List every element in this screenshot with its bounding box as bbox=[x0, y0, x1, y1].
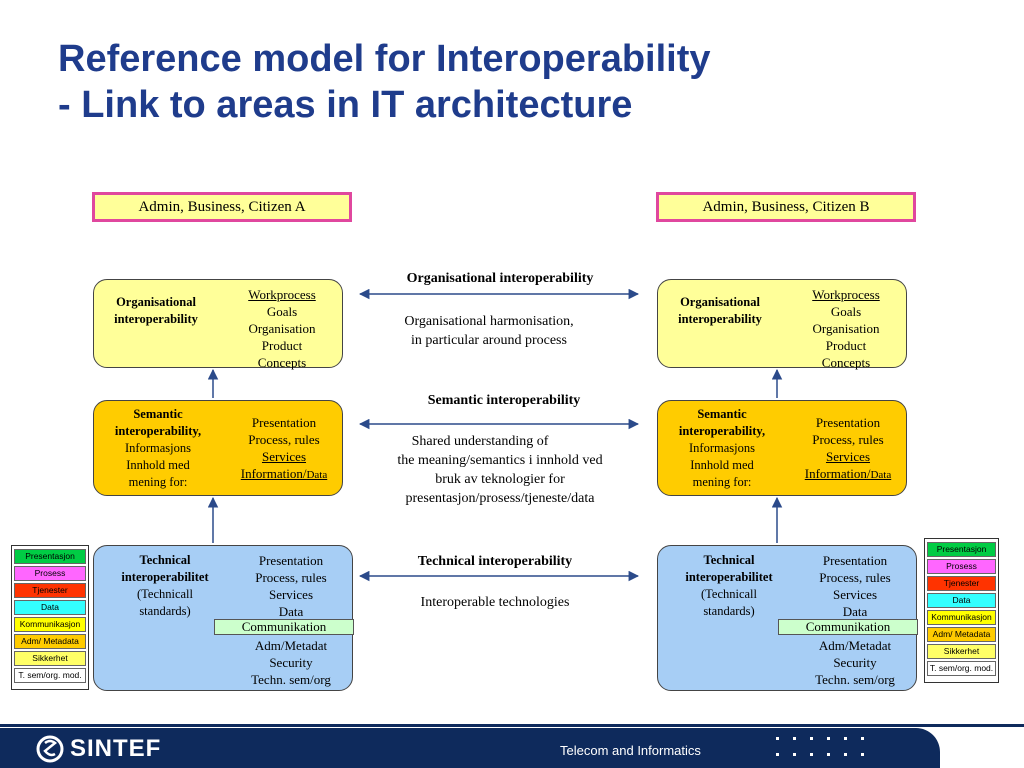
right-tech-items: Presentation Process, rules Services Dat… bbox=[819, 553, 891, 619]
left-org-items: Workprocess Goals Organisation Product C… bbox=[248, 287, 316, 370]
footer-dot bbox=[776, 737, 779, 740]
footer-dot bbox=[844, 753, 847, 756]
left-tech-box: Technical interoperabilitet (Technicall … bbox=[93, 545, 354, 691]
footer-brand: SINTEF bbox=[70, 735, 162, 762]
right-org-items: Workprocess Goals Organisation Product C… bbox=[812, 287, 880, 370]
actor-b: Admin, Business, Citizen B bbox=[656, 192, 916, 222]
middle-org-text: Organisational harmonisation, in particu… bbox=[404, 314, 574, 348]
right-org-box: Organisational interoperability Workproc… bbox=[657, 279, 907, 370]
middle-sem-text: Shared understanding of the meaning/sema… bbox=[397, 434, 603, 506]
legend-item: Data bbox=[927, 593, 996, 608]
footer-dot bbox=[776, 753, 779, 756]
legend-item: Tjenester bbox=[14, 583, 86, 598]
legend-right: Presentasjon Prosess Tjenester Data Komm… bbox=[924, 538, 999, 683]
legend-item: Presentasjon bbox=[14, 549, 86, 564]
middle-org-heading: Organisational interoperability bbox=[406, 271, 594, 286]
legend-item: Prosess bbox=[14, 566, 86, 581]
title-line-1: Reference model for Interoperability bbox=[58, 38, 711, 80]
footer-dot bbox=[827, 753, 830, 756]
legend-item: Data bbox=[14, 600, 86, 615]
footer-dot bbox=[793, 737, 796, 740]
right-org-label: Organisational interoperability bbox=[678, 295, 762, 326]
sintef-logo bbox=[36, 735, 66, 768]
footer-department: Telecom and Informatics bbox=[560, 743, 701, 758]
right-tech-label: Technical interoperabilitet (Technicall … bbox=[685, 553, 773, 618]
left-sem-items: Presentation Process, rules Services Inf… bbox=[240, 415, 328, 481]
footer-dot bbox=[793, 753, 796, 756]
legend-item: Prosess bbox=[927, 559, 996, 574]
legend-item: Tjenester bbox=[927, 576, 996, 591]
footer-dot bbox=[844, 737, 847, 740]
legend-left: Presentasjon Prosess Tjenester Data Komm… bbox=[11, 545, 89, 690]
footer-dot bbox=[827, 737, 830, 740]
legend-item: Kommunikasjon bbox=[927, 610, 996, 625]
left-tech-communication: Communikation bbox=[214, 619, 354, 635]
left-org-label: Organisational interoperability bbox=[114, 295, 198, 326]
title-line-2: - Link to areas in IT architecture bbox=[58, 84, 633, 126]
footer-dots bbox=[776, 737, 864, 756]
legend-item: Kommunikasjon bbox=[14, 617, 86, 632]
right-sem-label: Semantic interoperability, Informasjons … bbox=[678, 407, 766, 489]
legend-item: Presentasjon bbox=[927, 542, 996, 557]
right-sem-items: Presentation Process, rules Services Inf… bbox=[804, 415, 892, 481]
left-tech-label: Technical interoperabilitet (Technicall … bbox=[121, 553, 209, 618]
footer-dot bbox=[861, 737, 864, 740]
right-tech-items-lower: Adm/Metadat Security Techn. sem/org bbox=[815, 638, 895, 687]
right-sem-box: Semantic interoperability, Informasjons … bbox=[657, 400, 907, 496]
legend-item: T. sem/org. mod. bbox=[927, 661, 996, 676]
footer-dot bbox=[810, 753, 813, 756]
legend-item: Sikkerhet bbox=[14, 651, 86, 666]
sintef-logo-icon bbox=[36, 735, 64, 763]
middle-tech-heading: Technical interoperability bbox=[417, 554, 573, 569]
page-title: Reference model for Interoperability - L… bbox=[58, 36, 711, 128]
left-org-box: Organisational interoperability Workproc… bbox=[93, 279, 343, 370]
left-sem-label: Semantic interoperability, Informasjons … bbox=[114, 407, 202, 489]
right-tech-box: Technical interoperabilitet (Technicall … bbox=[657, 545, 918, 691]
actor-a: Admin, Business, Citizen A bbox=[92, 192, 352, 222]
footer-bar bbox=[0, 728, 940, 768]
legend-item: Adm/ Metadata bbox=[14, 634, 86, 649]
footer-divider bbox=[0, 724, 1024, 727]
left-sem-box: Semantic interoperability, Informasjons … bbox=[93, 400, 343, 496]
footer-dot bbox=[810, 737, 813, 740]
middle-tech-text: Interoperable technologies bbox=[420, 595, 570, 610]
right-tech-communication: Communikation bbox=[778, 619, 918, 635]
left-tech-items: Presentation Process, rules Services Dat… bbox=[255, 553, 327, 619]
left-tech-items-lower: Adm/Metadat Security Techn. sem/org bbox=[251, 638, 331, 687]
middle-sem-heading: Semantic interoperability bbox=[427, 393, 581, 408]
legend-item: Adm/ Metadata bbox=[927, 627, 996, 642]
legend-item: T. sem/org. mod. bbox=[14, 668, 86, 683]
legend-item: Sikkerhet bbox=[927, 644, 996, 659]
footer-dot bbox=[861, 753, 864, 756]
